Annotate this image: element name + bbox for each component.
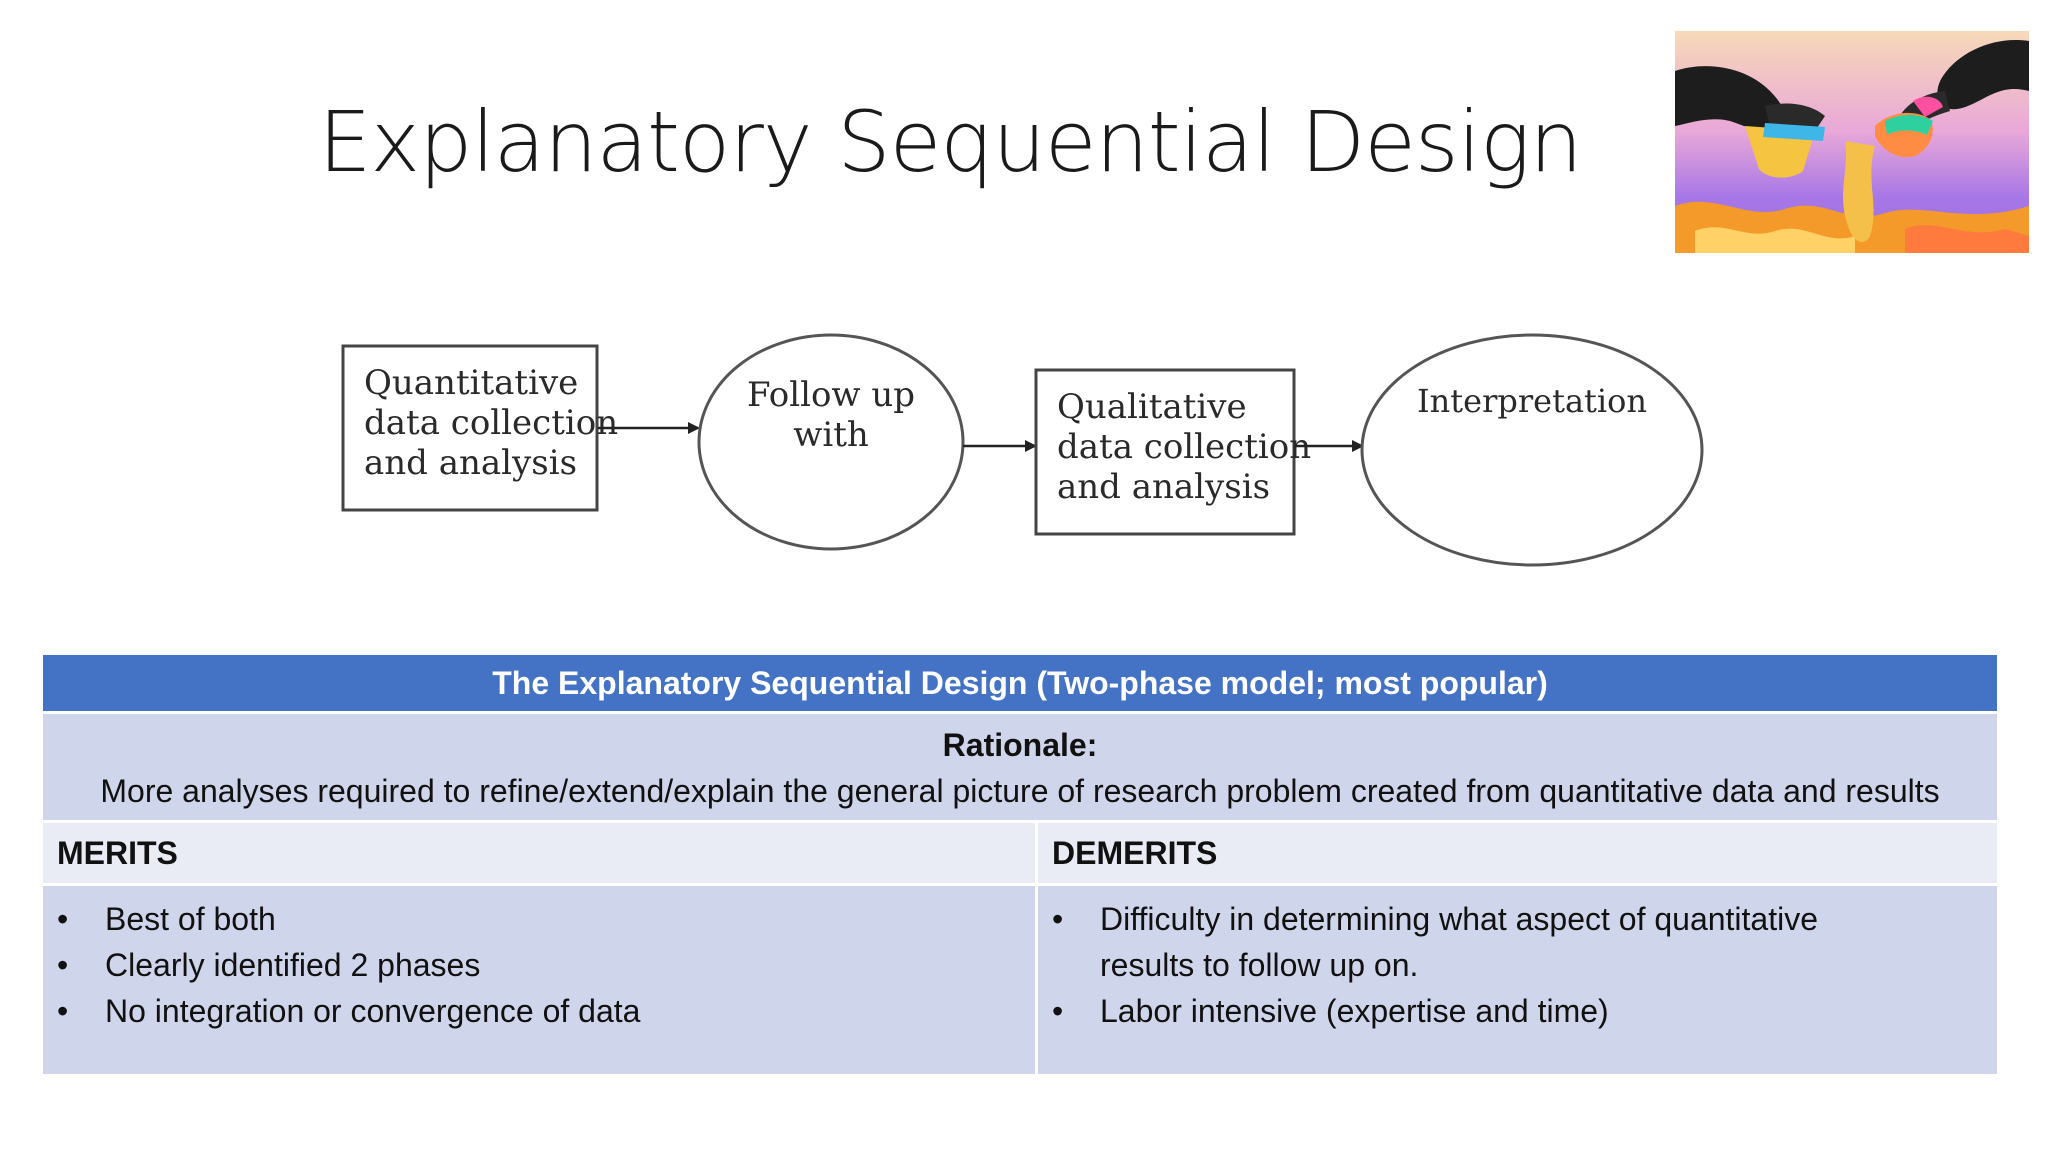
slide-title: Explanatory Sequential Design: [318, 93, 1582, 191]
column-header-row: MERITS DEMERITS: [40, 820, 2000, 886]
node-qualitative-box: Qualitative data collection and analysis: [1034, 368, 1311, 536]
list-item: • No integration or convergence of data: [57, 988, 1021, 1034]
rationale-cell: Rationale: More analyses required to ref…: [40, 711, 2000, 823]
node-qualitative-line-3: and analysis: [1057, 467, 1270, 507]
node-quantitative-line-2: data collection: [364, 403, 618, 443]
hands-pouring-illustration: [1675, 31, 2029, 253]
demerit-text: Labor intensive (expertise and time): [1100, 993, 1609, 1029]
list-item: • Difficulty in determining what aspect o…: [1052, 896, 1983, 988]
bullet-icon: •: [1052, 901, 1064, 937]
node-follow-up-ellipse: Follow up with: [697, 333, 965, 551]
merit-text: Clearly identified 2 phases: [105, 947, 481, 983]
merit-text: No integration or convergence of data: [105, 993, 641, 1029]
node-follow-up-line-2: with: [793, 415, 869, 455]
design-summary-table: The Explanatory Sequential Design (Two-p…: [40, 652, 2000, 1077]
rationale-row: Rationale: More analyses required to ref…: [40, 711, 2000, 823]
demerits-cell: • Difficulty in determining what aspect o…: [1035, 883, 2000, 1077]
table-header: The Explanatory Sequential Design (Two-p…: [40, 652, 2000, 714]
list-item: • Clearly identified 2 phases: [57, 942, 1021, 988]
demerits-list: • Difficulty in determining what aspect o…: [1052, 896, 1983, 1034]
merits-list: • Best of both • Clearly identified 2 phas…: [57, 896, 1021, 1034]
node-qualitative-line-2: data collection: [1057, 427, 1311, 467]
node-qualitative-line-1: Qualitative: [1057, 387, 1247, 427]
list-item: • Best of both: [57, 896, 1021, 942]
list-item: • Labor intensive (expertise and time): [1052, 988, 1983, 1034]
bullet-icon: •: [1052, 993, 1064, 1029]
bullet-icon: •: [57, 901, 69, 937]
merit-text: Best of both: [105, 901, 276, 937]
bullet-icon: •: [57, 993, 69, 1029]
table-header-row: The Explanatory Sequential Design (Two-p…: [40, 652, 2000, 714]
node-quantitative-box: Quantitative data collection and analysi…: [341, 344, 618, 512]
node-quantitative-line-3: and analysis: [364, 443, 577, 483]
merits-cell: • Best of both • Clearly identified 2 phas…: [40, 883, 1038, 1077]
flow-diagram-svg: Quantitative data collection and analysi…: [341, 333, 1704, 567]
demerit-text: Difficulty in determining what aspect of…: [1100, 901, 1819, 983]
rationale-title: Rationale:: [942, 727, 1098, 763]
node-interpretation-ellipse: Interpretation: [1360, 333, 1704, 567]
demerits-heading: DEMERITS: [1035, 820, 2000, 886]
node-quantitative-line-1: Quantitative: [364, 363, 578, 403]
list-row: • Best of both • Clearly identified 2 phas…: [40, 883, 2000, 1077]
merits-heading: MERITS: [40, 820, 1038, 886]
node-follow-up-line-1: Follow up: [747, 375, 915, 415]
node-interpretation-label: Interpretation: [1417, 382, 1647, 420]
rationale-text: More analyses required to refine/extend/…: [100, 773, 1940, 809]
flow-diagram: Quantitative data collection and analysi…: [330, 300, 1730, 620]
bullet-icon: •: [57, 947, 69, 983]
